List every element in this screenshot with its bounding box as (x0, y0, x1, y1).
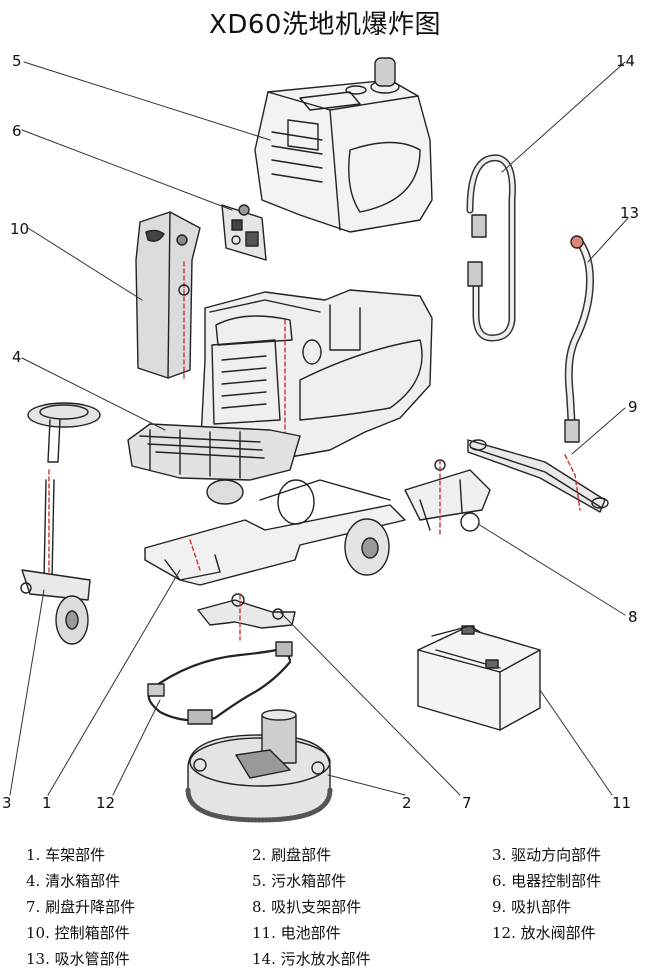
dirty-water-drain-part (466, 154, 516, 342)
legend-item-11: 11. 电池部件 (252, 924, 341, 942)
legend-item-12: 12. 放水阀部件 (492, 924, 596, 942)
legend-item-14: 14. 污水放水部件 (252, 950, 371, 968)
callout-4: 4 (12, 348, 22, 366)
callout-12: 12 (96, 794, 115, 812)
leader-lines (9, 61, 629, 796)
callout-6: 6 (12, 122, 22, 140)
suction-hose-part (564, 235, 594, 443)
legend-item-9: 9. 吸扒部件 (492, 898, 572, 916)
legend-item-7: 7. 刷盘升降部件 (26, 898, 136, 916)
callout-11: 11 (612, 794, 631, 812)
callout-5: 5 (12, 52, 22, 70)
clean-water-tank-part (127, 289, 433, 505)
electrical-control-part (221, 204, 267, 261)
chassis-frame-part (144, 479, 406, 586)
legend-item-5: 5. 污水箱部件 (252, 872, 347, 890)
legend-item-2: 2. 刷盘部件 (252, 846, 332, 864)
callout-7: 7 (462, 794, 472, 812)
callout-10: 10 (10, 220, 29, 238)
callout-1: 1 (42, 794, 52, 812)
legend-item-6: 6. 电器控制部件 (492, 872, 602, 890)
legend-item-8: 8. 吸扒支架部件 (252, 898, 362, 916)
battery-part (417, 625, 541, 731)
callout-2: 2 (402, 794, 412, 812)
control-box-part (135, 211, 201, 381)
legend-item-1: 1. 车架部件 (26, 846, 106, 864)
drain-valve-part (147, 641, 293, 725)
callout-8: 8 (628, 608, 638, 626)
dirty-water-tank-part (254, 57, 433, 233)
callout-9: 9 (628, 398, 638, 416)
brush-lift-part (197, 593, 296, 641)
squeegee-bracket-part (404, 459, 491, 536)
callout-13: 13 (620, 204, 639, 222)
callout-numbers: 5 6 10 4 14 13 9 8 11 7 2 12 1 3 (2, 52, 639, 812)
callout-14: 14 (616, 52, 635, 70)
legend-item-3: 3. 驱动方向部件 (492, 846, 602, 864)
callout-3: 3 (2, 794, 12, 812)
diagram-title: XD60洗地机爆炸图 (209, 10, 441, 40)
legend-item-10: 10. 控制箱部件 (26, 924, 130, 942)
legend-item-13: 13. 吸水管部件 (26, 950, 130, 968)
brush-deck-part (185, 709, 333, 823)
drive-steering-part (20, 402, 101, 645)
legend-item-4: 4. 清水箱部件 (26, 872, 121, 890)
squeegee-part (467, 439, 609, 513)
